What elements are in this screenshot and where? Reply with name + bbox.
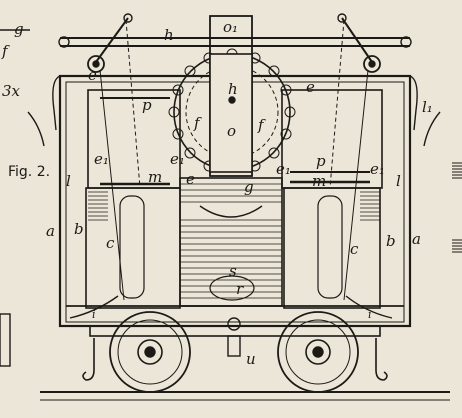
label-a-left: a xyxy=(46,222,55,240)
hatch-left xyxy=(88,191,108,221)
label-b-left: b xyxy=(74,220,84,238)
right-arm xyxy=(341,17,373,63)
arrow-left-bottom xyxy=(69,295,119,319)
label-h-mid: h xyxy=(228,80,238,98)
left-pulley xyxy=(87,55,105,73)
label-l1: l₁ xyxy=(422,98,433,116)
boiler-stripes xyxy=(180,183,282,299)
left-wheel xyxy=(109,311,191,393)
label-h-top: h xyxy=(164,26,174,44)
left-hook xyxy=(82,338,95,381)
label-c-right: c xyxy=(350,240,359,258)
label-p-left: p xyxy=(142,96,152,114)
label-a-right: a xyxy=(412,230,421,248)
label-e-mid: e xyxy=(186,170,195,188)
left-pulley-hub xyxy=(92,60,100,68)
drain-valve xyxy=(227,335,241,357)
right-hook xyxy=(375,338,388,381)
label-e-right: e xyxy=(306,78,315,96)
right-hatch-marks xyxy=(452,162,462,253)
label-i-right: i xyxy=(368,308,372,321)
label-l-right: l xyxy=(396,172,401,190)
beam-end-left xyxy=(58,36,70,48)
figure-caption: Fig. 2. xyxy=(8,164,50,180)
right-wheel xyxy=(277,311,359,393)
label-f-left: f xyxy=(193,114,202,132)
boiler-curve xyxy=(199,205,263,218)
gear-teeth xyxy=(168,48,296,172)
label-r: r xyxy=(236,280,244,298)
right-slant-rod xyxy=(343,69,369,301)
label-e-left: e xyxy=(88,66,97,84)
label-p-right: p xyxy=(316,152,326,170)
right-piston xyxy=(317,195,343,299)
arrow-right-side xyxy=(423,111,441,147)
label-o1: o₁ xyxy=(223,18,238,36)
label-s: s xyxy=(229,262,237,280)
lower-right-compartment xyxy=(283,187,381,309)
label-i-left: i xyxy=(92,308,96,321)
chimney-front xyxy=(209,53,253,173)
label-g: g xyxy=(244,178,254,196)
beam-end-right xyxy=(400,36,412,48)
label-e1-left: e₁ xyxy=(94,150,109,168)
label-u: u xyxy=(246,350,256,368)
edge-fragment-low: 3x xyxy=(2,82,21,100)
label-m-left: m xyxy=(148,168,162,186)
fire-box-ellipse xyxy=(209,275,255,301)
arrow-left-side xyxy=(27,111,45,147)
label-f-right: f xyxy=(257,116,266,134)
left-piston xyxy=(119,195,145,299)
label-c-left: c xyxy=(106,234,115,252)
hub-pin xyxy=(228,96,236,104)
edge-fragment-top: g xyxy=(14,20,24,38)
right-pulley-hub xyxy=(368,60,376,68)
label-b-right: b xyxy=(386,232,396,250)
right-pulley xyxy=(363,55,381,73)
hatch-right xyxy=(360,191,380,221)
right-arm-pivot xyxy=(337,13,347,23)
label-o: o xyxy=(227,122,236,140)
coupling-center xyxy=(227,317,241,331)
label-l-left: l xyxy=(66,172,71,190)
left-arm xyxy=(95,17,129,63)
left-wall-curl xyxy=(52,75,61,131)
arrow-right-bottom xyxy=(345,295,393,319)
left-arm-pivot xyxy=(123,13,133,23)
label-m-right: m xyxy=(312,172,326,190)
edge-fragment-mid: f xyxy=(1,42,10,60)
right-wall-curl xyxy=(409,75,418,131)
label-e1-left-b: e₁ xyxy=(170,150,185,168)
right-rod xyxy=(329,19,345,189)
left-rod xyxy=(125,19,141,189)
label-e1-right-b: e₁ xyxy=(370,160,385,178)
label-e1-right: e₁ xyxy=(276,160,291,178)
edge-box-left xyxy=(0,313,11,367)
